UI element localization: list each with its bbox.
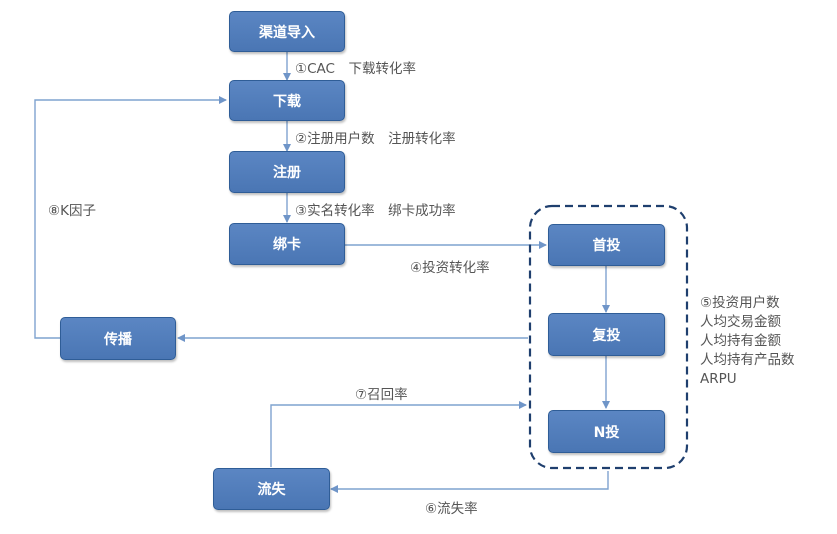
label-cac: ①CAC 下载转化率 [295,61,416,77]
node-download: 下载 [229,80,345,121]
metric-item: ARPU [700,371,737,387]
metric-item: 人均交易金额 [700,314,781,330]
investment-metrics-list: ⑤投资用户数 人均交易金额 人均持有金额 人均持有产品数 ARPU [700,294,795,389]
node-n-invest: N投 [548,410,665,453]
node-channel-import: 渠道导入 [229,11,345,52]
metric-item: 人均持有金额 [700,333,781,349]
arrow-churn [330,471,609,493]
label-realname: ③实名转化率 绑卡成功率 [295,203,456,219]
node-bind-card: 绑卡 [229,223,345,265]
arrow-k-factor-loop [34,96,227,339]
node-repeat-invest: 复投 [548,313,665,356]
label-invest-conversion: ④投资转化率 [410,260,490,276]
label-recall-rate: ⑦召回率 [355,387,408,403]
node-churn: 流失 [213,468,330,510]
arrow-recall [270,401,527,467]
label-register-users: ②注册用户数 注册转化率 [295,131,456,147]
metric-item: 人均持有产品数 [700,352,795,368]
node-spread: 传播 [60,317,176,360]
label-k-factor: ⑧K因子 [48,203,96,219]
node-register: 注册 [229,151,345,193]
metric-item: ⑤投资用户数 [700,295,780,311]
investment-group-frame [528,204,689,470]
label-churn-rate: ⑥流失率 [425,501,478,517]
node-first-invest: 首投 [548,224,665,266]
